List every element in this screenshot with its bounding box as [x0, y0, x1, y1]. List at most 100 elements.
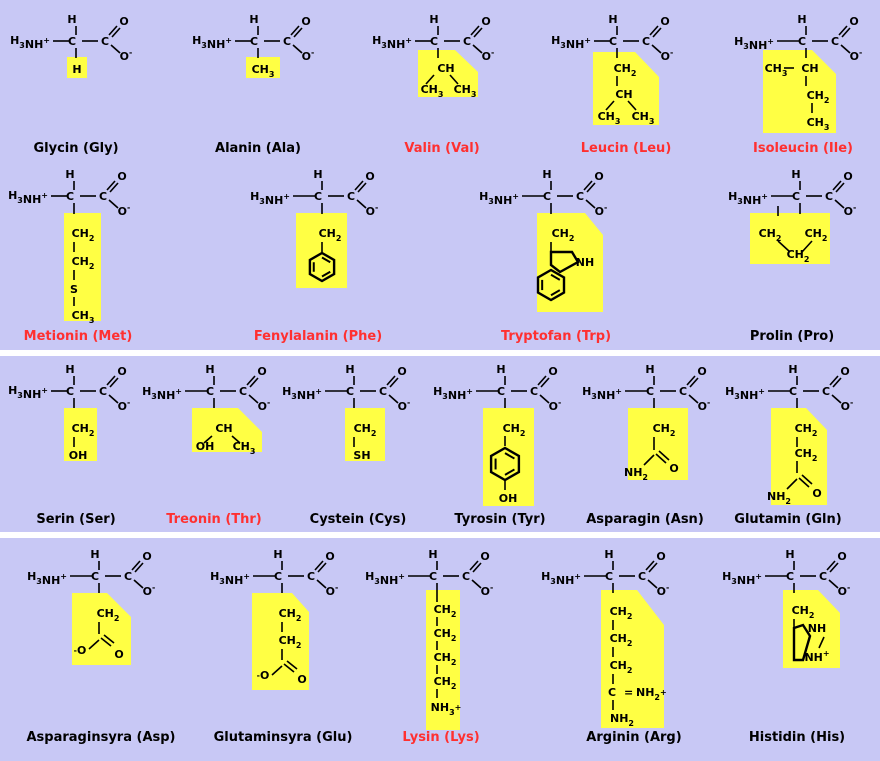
atom-label-part: 3 [17, 196, 23, 205]
bond-line [357, 182, 367, 193]
bond-line [356, 199, 367, 209]
atom-label: O [119, 15, 128, 28]
atom-label-part: C [792, 190, 800, 203]
atom-label-part: C [543, 190, 551, 203]
atom-label: CH2 [434, 651, 457, 667]
atom-label-part: O [660, 15, 669, 28]
atom-label: CH2 [72, 255, 95, 271]
atom-label-part: H [372, 34, 381, 47]
atom-label-part: 2 [627, 666, 633, 675]
atom-label: -O [74, 644, 87, 657]
bond-line [539, 394, 550, 404]
atom-label: CH3 [252, 63, 275, 79]
atom-label-part: 2 [336, 234, 342, 243]
atom-label-part: - [127, 398, 130, 407]
atom-label-part: C [430, 35, 438, 48]
atom-label-part: O [837, 550, 846, 563]
atom-label-part: H [27, 570, 36, 583]
side-chain-highlight [601, 590, 664, 728]
atom-label: S [70, 283, 78, 296]
atom-label-part: C [646, 385, 654, 398]
bond-line [389, 377, 399, 388]
atom-label-part: + [405, 36, 412, 45]
bond-line [449, 74, 459, 85]
atom-label-part: C [314, 190, 322, 203]
bond-line [585, 199, 596, 209]
atom-label-part: + [315, 387, 322, 396]
atom-label-part: O [77, 644, 86, 657]
bond-line [801, 474, 813, 485]
atom-label-part: C [632, 110, 640, 123]
atom-label-part: H [785, 548, 794, 561]
atom-label-part: H [313, 168, 322, 181]
atom-label-part: - [859, 48, 862, 57]
atom-label-part: NH [23, 388, 41, 401]
atom-label-part: - [129, 48, 132, 57]
amino-acid-name: Metionin (Met) [24, 329, 133, 344]
atom-label-part: + [660, 688, 667, 697]
atom-label: H [429, 13, 438, 26]
atom-label-part: H [813, 227, 822, 240]
atom-label: O [669, 462, 678, 475]
atom-label-part: H [809, 62, 818, 75]
atom-label-part: H [803, 422, 812, 435]
atom-label-part: 2 [631, 69, 637, 78]
atom-label-part: H [142, 385, 151, 398]
atom-label-part: C [679, 385, 687, 398]
bond-line [471, 579, 482, 589]
atom-label-part: O [844, 205, 853, 218]
bond-line [648, 562, 658, 573]
atom-label-part: H [445, 62, 454, 75]
atom-label-part: H [803, 447, 812, 460]
atom-label-part: C [576, 190, 584, 203]
atom-label: O- [698, 398, 711, 413]
atom-label: CH3 [632, 110, 655, 126]
bond-line [841, 27, 851, 38]
side-chain-highlight [418, 50, 478, 97]
atom-label-part: O [398, 400, 407, 413]
bond-line [835, 182, 845, 193]
atom-label-part: C [608, 686, 616, 699]
atom-label: O [656, 550, 665, 563]
atom-label-part: C [434, 651, 442, 664]
atom-label-part: 2 [812, 454, 818, 463]
atom-label: O [142, 550, 151, 563]
atom-label-part: C [795, 447, 803, 460]
bond-line [425, 74, 435, 85]
atom-label-part: NH [610, 712, 628, 725]
atom-label-part: H [433, 385, 442, 398]
atom-label: CH2 [434, 675, 457, 691]
atom-label: OH [69, 449, 88, 462]
atom-label: H3NH+ [250, 190, 290, 207]
atom-label-part: 3 [488, 197, 494, 206]
atom-label-part: NH [225, 574, 243, 587]
atom-label: H [496, 363, 505, 376]
atom-label-part: H [541, 570, 550, 583]
atom-label-part: O [142, 550, 151, 563]
bond-line [248, 394, 259, 404]
atom-label-part: H [8, 189, 17, 202]
atom-label-part: - [152, 583, 155, 592]
atom-label-part: - [375, 203, 378, 212]
amino-acid-name: Tyrosin (Tyr) [454, 512, 545, 527]
atom-label-part: H [205, 363, 214, 376]
atom-label-part: H [80, 309, 89, 322]
atom-label: CH3 [233, 440, 256, 456]
atom-label-part: C [801, 62, 809, 75]
atom-label-part: C [437, 62, 445, 75]
atom-label-part: O [297, 673, 306, 686]
atom-label-part: OH [69, 449, 88, 462]
atom-label-part: H [287, 634, 296, 647]
atom-label-part: H [725, 385, 734, 398]
atom-label-part: H [511, 422, 520, 435]
atom-label-part: H [734, 35, 743, 48]
atom-label: C [206, 385, 214, 398]
atom-label-part: O [397, 365, 406, 378]
atom-label: C [430, 35, 438, 48]
atom-label-part: C [434, 603, 442, 616]
atom-label-part: NH [448, 389, 466, 402]
amino-acid-name: Glutaminsyra (Glu) [214, 730, 353, 745]
